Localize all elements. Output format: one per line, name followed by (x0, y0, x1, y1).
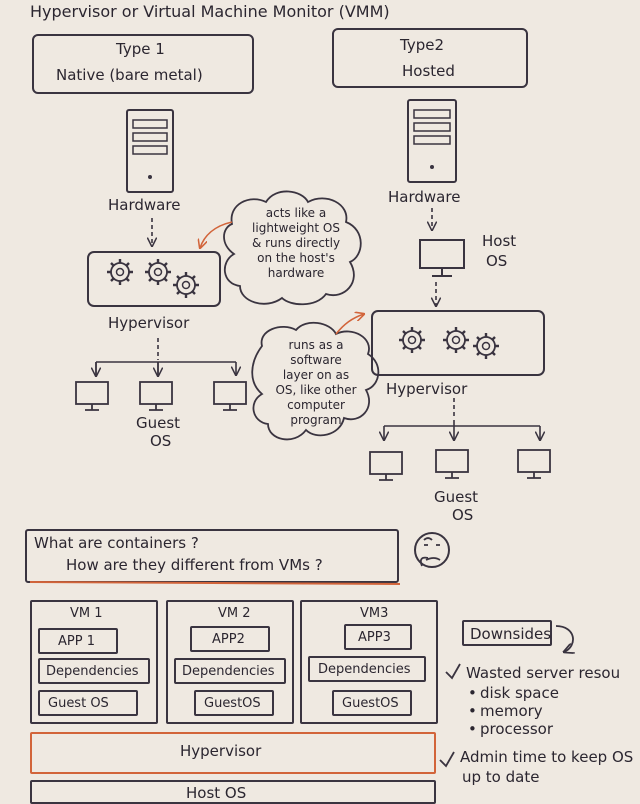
left-cloud-line: on the host's (257, 251, 335, 265)
downsides-box: Downsides (462, 620, 552, 646)
question-line-2: How are they different from VMs ? (66, 556, 323, 574)
vm-deps-label: Dependencies (318, 662, 411, 677)
type2-box: Type2 Hosted (332, 28, 528, 88)
right-cloud-line: program (290, 413, 342, 427)
vm-deps-label: Dependencies (46, 664, 139, 679)
downside-item: disk space (480, 684, 559, 702)
host-os-label-2: OS (486, 252, 508, 270)
right-callout-cloud (251, 321, 380, 441)
right-cloud-line: OS, like other (275, 383, 357, 397)
downsides-title: Downsides (470, 625, 552, 643)
vm-name: VM 2 (218, 606, 251, 621)
vm-app-label: APP2 (212, 632, 245, 647)
right-cloud-line: runs as a (288, 338, 344, 352)
right-gear-icons (397, 325, 501, 361)
left-guest-label: Guest (136, 414, 181, 432)
downside-item: processor (480, 720, 553, 738)
hypervisor-bar: Hypervisor (30, 732, 436, 774)
downsides-arrow-icon (555, 625, 573, 652)
vm-os-label: GuestOS (204, 696, 261, 711)
vm-os-box: GuestOS (194, 690, 274, 716)
downside-wasted: Wasted server resou (466, 664, 621, 682)
vm-os-box: GuestOS (332, 690, 412, 716)
right-guest-monitors (369, 449, 551, 481)
vm-app-label: APP 1 (58, 634, 95, 649)
type1-label: Type 1 (116, 40, 165, 58)
left-cloud-line: hardware (267, 266, 325, 280)
hypervisor-bar-label: Hypervisor (180, 742, 262, 760)
downside-admin-line1: Admin time to keep OS (460, 748, 634, 766)
left-cloud-line: acts like a (265, 206, 327, 220)
vm-app-box: APP 1 (38, 628, 118, 654)
type2-label: Type2 (400, 36, 444, 54)
host-os-bar: Host OS (30, 780, 436, 804)
vm-os-label: GuestOS (342, 696, 399, 711)
left-cloud-line: lightweight OS (252, 221, 340, 235)
left-cloud-line: & runs directly (251, 236, 341, 250)
right-cloud-line: layer on as (282, 368, 350, 382)
right-hardware-label: Hardware (388, 188, 461, 206)
vm-os-box: Guest OS (38, 690, 138, 716)
host-os-label-1: Host (482, 232, 517, 250)
right-cloud-line: computer (287, 398, 345, 412)
vm-name: VM 1 (70, 606, 103, 621)
vm-deps-label: Dependencies (182, 664, 275, 679)
vm-deps-box: Dependencies (174, 658, 286, 684)
left-guest-monitors (75, 381, 247, 411)
left-cloud-text: acts like a lightweight OS & runs direct… (244, 206, 348, 281)
downside-admin-line2: up to date (462, 768, 540, 786)
downside-item: memory (480, 702, 543, 720)
right-os-label: OS (452, 506, 474, 524)
vm-box-2: VM 2 APP2 Dependencies GuestOS (166, 600, 294, 724)
left-server-icon (126, 109, 174, 193)
downside-item-bullet: • (468, 702, 477, 720)
right-hypervisor-label: Hypervisor (386, 380, 468, 398)
check-icon-2 (439, 751, 455, 768)
right-cloud-line: software (290, 353, 342, 367)
vm-app-label: APP3 (358, 630, 391, 645)
vm-deps-box: Dependencies (308, 656, 426, 682)
left-callout-cloud (223, 190, 362, 306)
vm-box-3: VM3 APP3 Dependencies GuestOS (300, 600, 438, 724)
right-cloud-text: runs as a software layer on as OS, like … (266, 338, 366, 428)
thinking-face-icon (414, 532, 450, 568)
type1-box: Type 1 Native (bare metal) (32, 34, 254, 94)
vm-name: VM3 (360, 606, 389, 621)
host-os-bar-label: Host OS (186, 784, 247, 802)
downside-item-bullet: • (468, 684, 477, 702)
vm-deps-box: Dependencies (38, 658, 150, 684)
type1-sublabel: Native (bare metal) (56, 66, 203, 84)
host-os-monitor-icon (419, 239, 465, 277)
right-guest-label: Guest (434, 488, 479, 506)
right-hypervisor-box (371, 310, 545, 376)
left-hardware-label: Hardware (108, 196, 181, 214)
left-hypervisor-box (87, 251, 221, 307)
vm-app-box: APP2 (190, 626, 270, 652)
page-title: Hypervisor or Virtual Machine Monitor (V… (30, 2, 390, 21)
check-icon (445, 663, 461, 680)
left-os-label: OS (150, 432, 172, 450)
downside-item-bullet: • (468, 720, 477, 738)
question-line-1: What are containers ? (34, 534, 199, 552)
vm-box-1: VM 1 APP 1 Dependencies Guest OS (30, 600, 158, 724)
left-hypervisor-label: Hypervisor (108, 314, 190, 332)
vm-app-box: APP3 (344, 624, 412, 650)
right-server-icon (407, 99, 457, 183)
type2-sublabel: Hosted (402, 62, 455, 80)
left-gear-icons (105, 257, 201, 300)
vm-os-label: Guest OS (48, 696, 109, 711)
